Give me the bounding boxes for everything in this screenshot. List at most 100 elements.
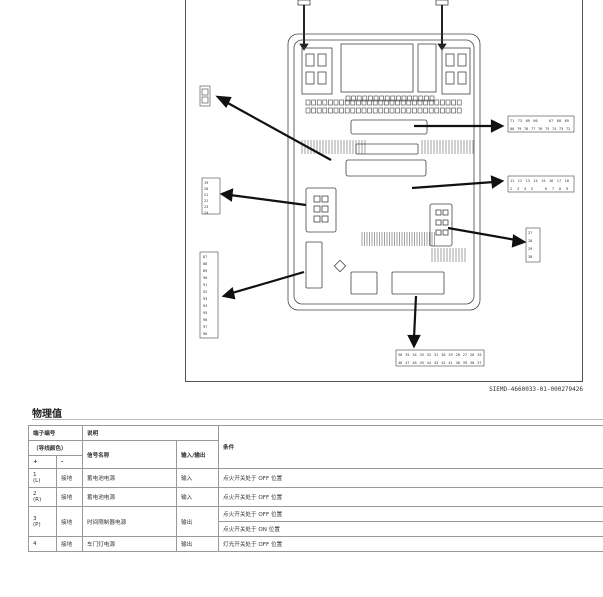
minus-cell: 接地 <box>55 487 84 507</box>
table-row: 3(P)接地时间限制器电源输出点火开关处于 OFF 位置 <box>28 506 603 537</box>
pin-number: 88 <box>203 262 207 266</box>
pin-number: 91 <box>203 283 207 287</box>
signal-cell: 车门灯电源 <box>82 536 178 552</box>
pin-number: 98 <box>203 332 207 336</box>
housing-inner <box>293 39 475 305</box>
header-minus: - <box>55 455 84 469</box>
pin-number: 28 <box>456 353 460 357</box>
pin-number: 74 <box>552 127 556 131</box>
table-row: 2(R)接地蓄电池电源输入点火开关处于 OFF 位置 <box>28 487 603 507</box>
figure-id: SIEMD-4660033-01-000279426 <box>489 386 583 393</box>
pin-number: 93 <box>203 297 207 301</box>
relay-block-left <box>301 47 333 95</box>
condition-cell: 点火开关处于 ON 位置 <box>218 521 603 537</box>
pin-number: 19 <box>204 181 208 185</box>
header-signal-name: 信号名称 <box>82 440 178 469</box>
pin-number: 48 <box>398 361 402 365</box>
pin-number: 5 <box>531 187 533 191</box>
pin-number: 42 <box>441 361 445 365</box>
minus-cell: 接地 <box>55 506 84 537</box>
io-cell: 输入 <box>176 487 220 507</box>
pin-number: 27 <box>463 353 467 357</box>
pin-number: 31 <box>434 353 438 357</box>
pin-number: 96 <box>203 318 207 322</box>
signal-cell: 蓄电池电源 <box>82 468 178 488</box>
pin-number: 25 <box>477 353 481 357</box>
signal-cell: 蓄电池电源 <box>82 487 178 507</box>
pin-number: 16 <box>549 179 553 183</box>
pin-number: 9 <box>566 187 568 191</box>
pin-number: 89 <box>203 269 207 273</box>
wire-color: (R) <box>33 497 42 503</box>
pin-number: 39 <box>463 361 467 365</box>
pin-number: 95 <box>203 311 207 315</box>
pin-number: 45 <box>420 361 424 365</box>
terminal-cell: 1(L) <box>28 468 57 488</box>
pin-number: 76 <box>538 127 542 131</box>
terminal-no: 4 <box>33 541 37 547</box>
pin-number: 20 <box>204 187 208 191</box>
pin-number: 30 <box>528 255 532 259</box>
pin-number: 71 <box>510 119 514 123</box>
pin-number: 3 <box>517 187 519 191</box>
callout-right-mid <box>507 175 575 193</box>
header-terminal-no: 端子编号 <box>27 425 84 441</box>
pin-number: 67 <box>549 119 553 123</box>
io-cell: 输出 <box>176 536 220 552</box>
terminal-cell: 4 <box>28 536 57 552</box>
pin-number: 30 <box>441 353 445 357</box>
pin-number: 21 <box>204 193 208 197</box>
pin-number: 75 <box>545 127 549 131</box>
terminal-cell: 2(R) <box>28 487 57 507</box>
pin-number: 8 <box>559 187 561 191</box>
callout-left-bottom <box>199 251 219 339</box>
top-right-connector-stub <box>435 0 449 6</box>
pin-number: 6 <box>545 187 547 191</box>
pin-number: 94 <box>203 304 207 308</box>
pin-number: 2 <box>510 187 512 191</box>
pin-number: 78 <box>524 127 528 131</box>
condition-cell: 点火开关处于 OFF 位置 <box>218 487 603 507</box>
wire-color: (P) <box>33 521 41 528</box>
top-left-connector-stub <box>297 0 311 6</box>
connector-mid-lower <box>345 159 427 177</box>
pin-number: 47 <box>405 361 409 365</box>
terminal-no: 1 <box>33 472 37 478</box>
pin-number: 23 <box>204 205 208 209</box>
physical-values-table: 端子编号 说明 条件 （导线颜色） 信号名称 输入/输出 + - 1(L)接地蓄… <box>27 425 603 552</box>
callout-left-mid <box>201 177 221 215</box>
fuse-block-top <box>340 43 414 93</box>
pin-number: 87 <box>203 255 207 259</box>
terminal-no: 2 <box>33 491 37 497</box>
pin-number: 92 <box>203 290 207 294</box>
pin-number: 12 <box>518 179 522 183</box>
connector-left-lower <box>305 241 323 289</box>
pin-number: 11 <box>510 179 514 183</box>
connector-right <box>429 203 453 247</box>
pin-number: 17 <box>557 179 561 183</box>
connector-bottom <box>391 271 445 295</box>
condition-cell: 点火开关处于 OFF 位置 <box>218 468 603 488</box>
minus-cell: 接地 <box>55 468 84 488</box>
pin-number: 4 <box>524 187 526 191</box>
condition-cell: 灯光开关处于 OFF 位置 <box>218 536 603 552</box>
pin-number: 36 <box>398 353 402 357</box>
header-io: 输入/输出 <box>176 440 220 469</box>
relay-block-right <box>441 47 471 95</box>
callout-right-top <box>507 115 575 133</box>
connector-left <box>305 187 337 233</box>
pin-number: 26 <box>470 353 474 357</box>
callout-right-small <box>525 227 541 263</box>
pin-number: 14 <box>533 179 537 183</box>
pin-number: 28 <box>528 239 532 243</box>
pin-number: 22 <box>204 199 208 203</box>
io-cell: 输入 <box>176 468 220 488</box>
io-cell: 输出 <box>176 506 220 537</box>
pin-number: 35 <box>405 353 409 357</box>
pin-number: 32 <box>427 353 431 357</box>
section-title: 物理值 <box>32 409 62 420</box>
condition-cell: 点火开关处于 OFF 位置 <box>218 506 603 522</box>
pin-number: 73 <box>518 119 522 123</box>
